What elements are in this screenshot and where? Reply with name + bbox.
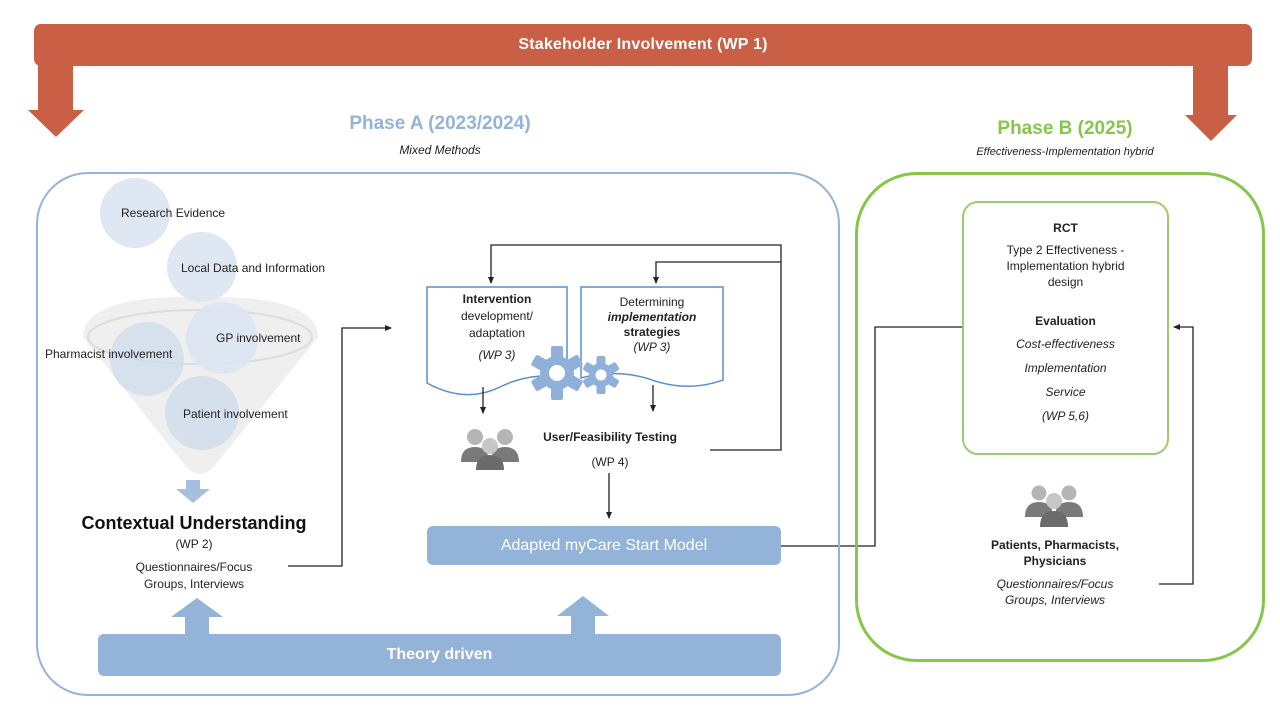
rct-content: RCT Type 2 Effectiveness - Implementatio…	[962, 220, 1169, 424]
connector-testing-loop-outer	[488, 244, 782, 451]
strategies-doc: Determining implementation strategies (W…	[581, 295, 723, 355]
arrow-down-icon	[1185, 62, 1237, 141]
testing-title: User/Feasibility Testing	[543, 430, 677, 444]
rct-line2: Implementation hybrid	[1006, 259, 1125, 273]
testing-wp: (WP 4)	[591, 455, 629, 469]
strategies-line3: strategies	[623, 325, 681, 339]
rct-line3: design	[1047, 275, 1084, 289]
contextual-methods-line1: Questionnaires/Focus	[135, 560, 253, 574]
arrow-up-icon	[171, 598, 223, 636]
connector-testing-loop-inner	[653, 261, 781, 284]
evaluation-item: Implementation	[1024, 361, 1107, 375]
participants-block: Patients, Pharmacists, Physicians Questi…	[950, 537, 1160, 608]
circle-research-evidence	[100, 178, 170, 248]
theory-driven-bar: Theory driven	[98, 634, 781, 676]
rct-line1: Type 2 Effectiveness -	[1006, 243, 1125, 257]
input-research-evidence: Research Evidence	[121, 206, 226, 220]
arrow-down-icon	[28, 62, 84, 137]
input-local-data: Local Data and Information	[181, 261, 326, 275]
phase-a-title: Phase A (2023/2024)	[349, 113, 531, 134]
circle-patient	[165, 376, 239, 450]
contextual-methods-line2: Groups, Interviews	[143, 577, 245, 591]
stakeholder-banner-label: Stakeholder Involvement (WP 1)	[518, 36, 768, 53]
strategies-wp: (WP 3)	[633, 340, 671, 354]
circle-pharmacist	[110, 322, 184, 396]
connector-model-to-rct	[781, 326, 962, 547]
connector-participants-to-rct	[1159, 324, 1194, 585]
rct-title: RCT	[1053, 221, 1078, 235]
evaluation-item: Cost-effectiveness	[1016, 337, 1115, 351]
strategies-line1: Determining	[619, 295, 685, 309]
adapted-model-bar: Adapted myCare Start Model	[427, 526, 781, 565]
participants-title-line1: Patients, Pharmacists,	[990, 538, 1120, 552]
input-patient-involvement: Patient involvement	[183, 407, 288, 421]
input-pharmacist-involvement: Pharmacist involvement	[45, 347, 173, 361]
circle-local-data	[167, 232, 237, 302]
evaluation-item: Service	[1045, 385, 1086, 399]
intervention-wp: (WP 3)	[478, 348, 516, 362]
adapted-model-label: Adapted myCare Start Model	[500, 536, 708, 554]
arrow-up-icon	[557, 596, 609, 636]
intervention-doc: Intervention development/ adaptation (WP…	[427, 291, 567, 364]
arrow-down-icon	[176, 480, 210, 503]
connectors	[288, 244, 1194, 585]
theory-driven-label: Theory driven	[386, 646, 493, 663]
participants-title-line2: Physicians	[1023, 554, 1087, 568]
stakeholder-banner: Stakeholder Involvement (WP 1)	[34, 24, 1252, 66]
strategies-line2: implementation	[607, 310, 697, 324]
rct-wp: (WP 5,6)	[1042, 409, 1089, 423]
intervention-line2: development/	[460, 309, 534, 323]
rct-box	[962, 201, 1169, 455]
participants-methods-line2: Groups, Interviews	[1004, 593, 1106, 607]
participants-methods-line1: Questionnaires/Focus	[996, 577, 1114, 591]
phase-b-container	[855, 172, 1265, 662]
phase-a-subtitle: Mixed Methods	[399, 143, 481, 157]
input-gp-involvement: GP involvement	[216, 331, 301, 345]
intervention-title: Intervention	[462, 292, 532, 306]
contextual-wp: (WP 2)	[175, 537, 213, 551]
phase-a-container	[36, 172, 840, 696]
people-group-icon	[1025, 485, 1083, 527]
contextual-understanding-title: Contextual Understanding	[81, 513, 307, 533]
intervention-line3: adaptation	[468, 326, 526, 340]
people-group-icon	[461, 429, 519, 470]
connector-context-to-dev	[288, 325, 392, 567]
phase-b-subtitle: Effectiveness-Implementation hybrid	[976, 146, 1154, 158]
phase-b-title: Phase B (2025)	[997, 118, 1133, 139]
circle-gp	[186, 302, 258, 374]
gears-icon	[531, 346, 619, 400]
evaluation-title: Evaluation	[1035, 314, 1096, 328]
